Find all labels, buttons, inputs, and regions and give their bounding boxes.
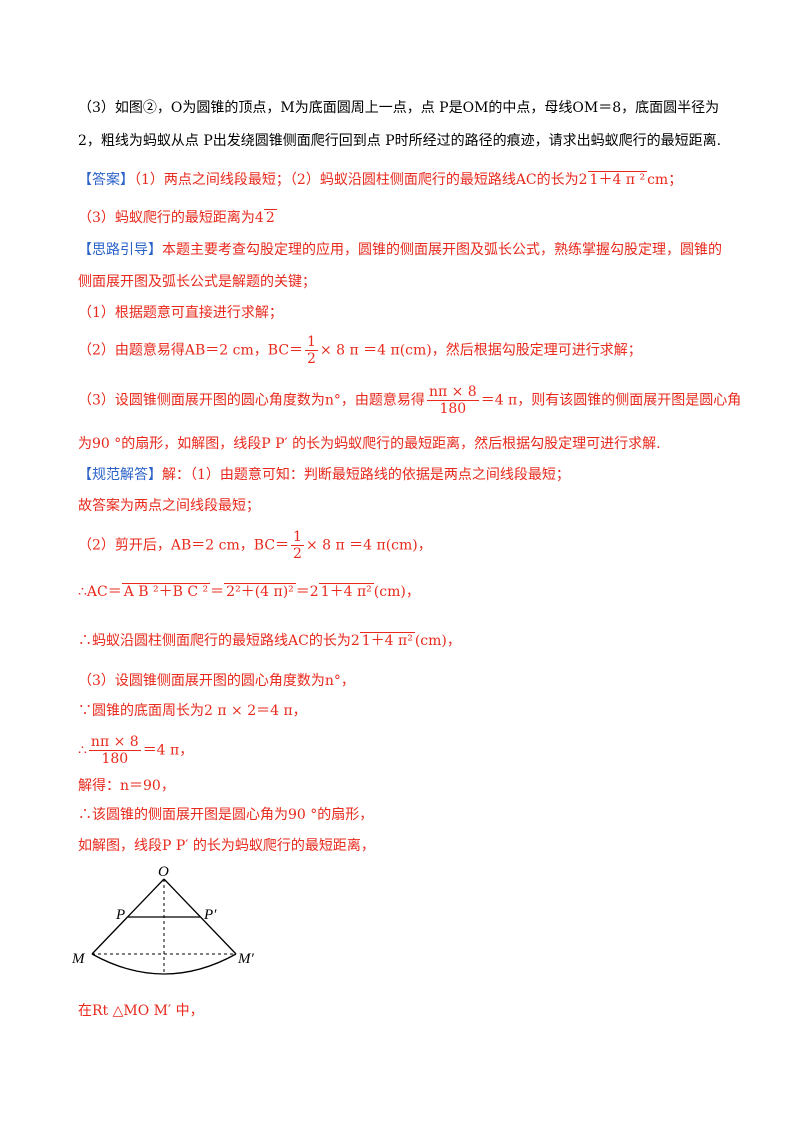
solution-line-2: 故答案为两点之间线段最短；: [78, 498, 260, 514]
guide-tag: 【思路引导】: [78, 242, 162, 258]
guide-item-1: （1）根据题意可直接进行求解；: [78, 305, 283, 321]
answer-part3-radical: 2: [263, 209, 277, 226]
answer-part1-unit: cm；: [647, 172, 683, 188]
solution-line-11: 如解图，线段P P′ 的长为蚂蚁爬行的最短距离，: [78, 838, 375, 854]
solution-line-1: 【规范解答】解：（1）由题意可知：判断最短路线的依据是两点之间线段最短；: [78, 467, 570, 483]
solution-line-7: ∵圆锥的底面周长为2 π × 2＝4 π，: [78, 703, 307, 719]
guide-item-3-cont: 为90 °的扇形，如解图，线段P P′ 的长为蚂蚁爬行的最短距离，然后根据勾股定…: [78, 436, 661, 452]
label-p: P: [115, 907, 125, 923]
answer-part1: （1）两点之间线段最短；（2）蚂蚁沿圆柱侧面爬行的最短路线AC的长为2: [134, 172, 588, 188]
solution-line-12: 在Rt △MO M′ 中，: [78, 1003, 204, 1019]
solution-line-10: ∴该圆锥的侧面展开图是圆心角为90 °的扇形，: [78, 807, 374, 823]
answer-part1-radical: 1＋4 π ²: [587, 171, 648, 188]
problem-line-2: 2，粗线为蚂蚁从点 P出发绕圆锥侧面爬行回到点 P时所经过的路径的痕迹，请求出蚂…: [78, 133, 722, 149]
guide-line-2: 侧面展开图及弧长公式是解题的关键；: [78, 274, 316, 290]
label-m: M: [71, 951, 86, 967]
guide-line-1: 【思路引导】本题主要考查勾股定理的应用，圆锥的侧面展开图及弧长公式，熟练掌握勾股…: [78, 240, 722, 260]
label-m2: M′: [237, 951, 254, 967]
problem-line-1: （3）如图②，O为圆锥的顶点，M为底面圆周上一点，点 P是OM的中点，母线OM＝…: [78, 100, 720, 116]
solution-line-9: 解得：n＝90，: [78, 778, 175, 794]
sector-diagram: O P P′ M M′: [71, 864, 254, 975]
solution-line-6: （3）设圆锥侧面展开图的圆心角度数为n°，: [78, 673, 355, 689]
answer-part3: （3）蚂蚁爬行的最短距离为4: [78, 210, 264, 226]
guide-text: 本题主要考查勾股定理的应用，圆锥的侧面展开图及弧长公式，熟练掌握勾股定理，圆锥的: [162, 242, 722, 258]
label-p2: P′: [203, 907, 217, 923]
label-o: O: [158, 864, 169, 880]
arc-mm2: [91, 953, 237, 975]
solution-tag: 【规范解答】: [78, 467, 162, 483]
answer-tag: 【答案】: [78, 172, 134, 188]
